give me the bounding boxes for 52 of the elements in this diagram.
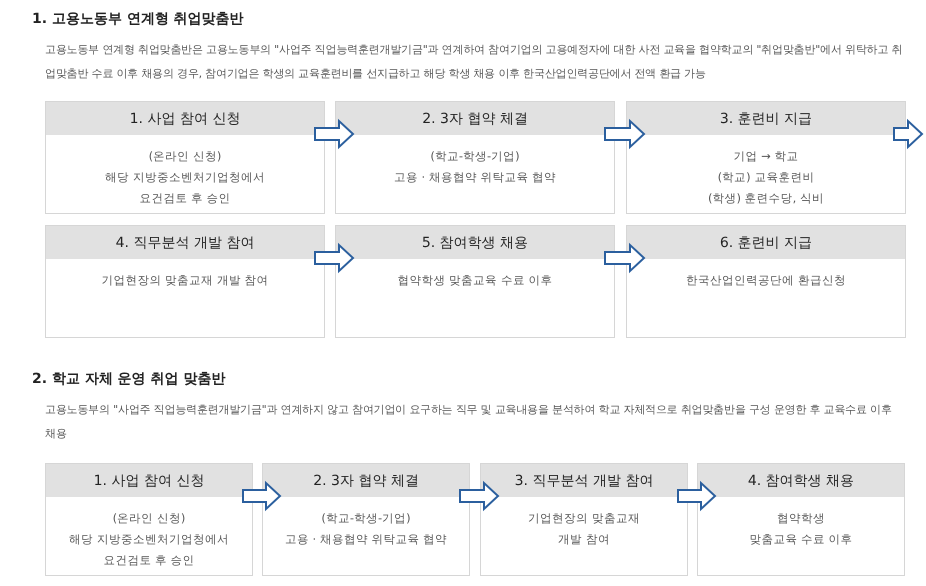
step-detail: (온라인 신청) [148,148,222,165]
step-detail: 개발 참여 [558,531,610,548]
step-detail: 고용 · 채용협약 위탁교육 협약 [284,531,448,548]
block-arrow [604,118,646,150]
step-detail: (학교) 교육훈련비 [718,169,814,186]
step-title: 5. 참여학생 채용 [336,226,614,259]
block-arrow [893,118,924,150]
step-title: 3. 직무분석 개발 참여 [481,464,687,497]
step-detail: (학생) 훈련수당, 식비 [708,190,824,207]
step-detail: (온라인 신청) [112,510,186,527]
step-detail: 요건검토 후 승인 [139,190,231,207]
block-arrow [459,480,500,512]
step-detail: 기업현장의 맞춤교재 개발 참여 [102,272,268,289]
step-title: 6. 훈련비 지급 [627,226,905,259]
step-card [45,101,325,214]
step-detail: 요건검토 후 승인 [103,552,195,569]
step-detail: 한국산업인력공단에 환급신청 [686,272,846,289]
step-card [697,463,905,576]
step-card [45,463,253,576]
step-detail: 협약학생 맞춤교육 수료 이후 [398,272,552,289]
step-detail: 협약학생 [777,510,825,527]
step-card [262,463,470,576]
step-detail: 기업 → 학교 [734,148,798,165]
step-detail: 해당 지방중소벤처기업청에서 [105,169,265,186]
step-detail: 맞춤교육 수료 이후 [749,531,853,548]
step-card [45,225,325,338]
step-detail: 해당 지방중소벤처기업청에서 [69,531,229,548]
step-card [480,463,688,576]
block-arrow [242,480,282,512]
section-heading: 1. 고용노동부 연계형 취업맞춤반 [32,10,244,28]
step-detail: (학교-학생-기업) [430,148,520,165]
block-arrow [604,242,646,274]
section-heading: 2. 학교 자체 운영 취업 맞춤반 [32,370,226,388]
step-detail: (학교-학생-기업) [321,510,411,527]
step-title: 2. 3자 협약 체결 [336,102,614,135]
step-card [626,101,906,214]
step-title: 4. 직무분석 개발 참여 [46,226,324,259]
step-card [626,225,906,338]
step-detail: 기업현장의 맞춤교재 [528,510,640,527]
block-arrow [677,480,716,512]
step-title: 1. 사업 참여 신청 [46,102,324,135]
step-title: 4. 참여학생 채용 [698,464,904,497]
step-card [335,101,615,214]
step-card [335,225,615,338]
step-title: 3. 훈련비 지급 [627,102,905,135]
step-title: 1. 사업 참여 신청 [46,464,252,497]
block-arrow [314,118,354,150]
description-text: 고용노동부의 "사업주 직업능력훈련개발기금"과 연계하지 않고 참여기업이 요구하는 직무 및 교육내용을 분석하여 학교 자체적으로 취업맞춤반을 구성 운영한 후 교육수료 이후 채용 [45,402,893,442]
step-title: 2. 3자 협약 체결 [263,464,469,497]
step-detail: 고용 · 채용협약 위탁교육 협약 [394,169,556,186]
block-arrow [314,242,354,274]
description-text: 고용노동부 연계형 취업맞춤반은 고용노동부의 "사업주 직업능력훈련개발기금"과 연계하여 참여기업의 고용예정자에 대한 사전 교육을 협약학교의 "취업맞춤반"에서 위탁하고 취업맞춤반 수료 이후 채용의 경우, 참여기업은 학생의 교육훈련비를 선지급하고 해당 학생 채용 이후 한국산업인력공단에서 전액 환급 가능 [45,42,904,82]
